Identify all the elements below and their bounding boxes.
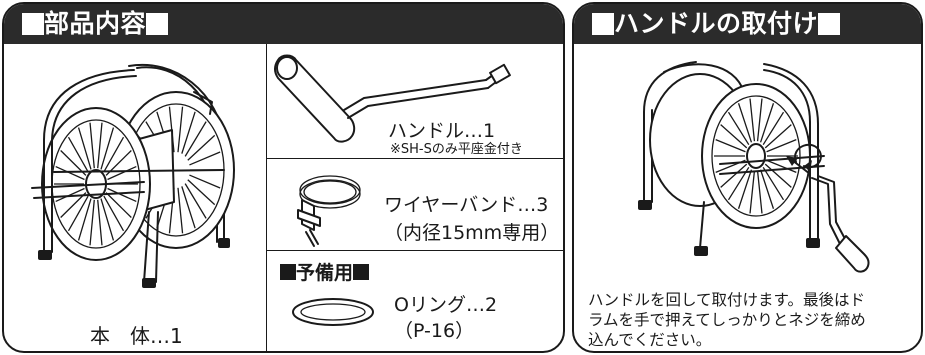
wheel-spoke xyxy=(89,199,95,246)
wheel-spoke xyxy=(100,198,115,241)
wheel-spoke xyxy=(715,139,746,153)
wheel-spoke xyxy=(77,127,92,170)
wheel-spoke xyxy=(749,98,756,142)
parts-panel: 部品内容 本 体…1 xyxy=(2,2,565,353)
header-square-right xyxy=(818,13,841,35)
wheel-spoke xyxy=(184,121,207,157)
header-square-right xyxy=(146,13,169,35)
wheel-spoke xyxy=(177,187,184,234)
o-ring-illustration xyxy=(292,298,374,326)
main-body-label: 本 体…1 xyxy=(90,324,183,348)
wheel-spoke xyxy=(187,134,216,161)
wheel-spoke xyxy=(759,169,775,209)
instructions-line-3: 込んでください。 xyxy=(588,331,712,349)
wheel-spoke xyxy=(67,195,89,232)
wheel-spoke xyxy=(60,192,87,218)
spare-square-right xyxy=(353,264,370,280)
wheel-spoke xyxy=(756,98,763,142)
wheel-spoke xyxy=(97,199,103,246)
wheel-spoke xyxy=(189,151,221,166)
wheel-spoke xyxy=(97,122,103,169)
wheel-spoke xyxy=(759,103,775,143)
parts-panel-header: 部品内容 xyxy=(4,4,563,44)
wheel-spoke xyxy=(187,179,216,206)
wheel-spoke xyxy=(720,124,748,149)
spare-parts-title: 予備用 xyxy=(280,258,370,285)
wheel-spoke xyxy=(100,127,115,170)
handle-install-illustration xyxy=(638,61,870,273)
wheel-spoke xyxy=(103,195,125,232)
instructions-line-2: ラムを手で押えてしっかりとネジを締め xyxy=(588,311,866,329)
wheel-spoke xyxy=(77,198,92,241)
header-square-left xyxy=(22,13,44,35)
wheel-spoke xyxy=(737,169,753,209)
handle-label: ハンドル…1 xyxy=(388,120,496,142)
o-ring-note: （P-16） xyxy=(394,320,475,342)
wheel-spoke xyxy=(189,174,221,189)
row-divider-2 xyxy=(266,250,563,251)
wheel-spoke xyxy=(766,159,797,173)
parts-panel-title: 部品内容 xyxy=(44,9,147,38)
wheel-spoke xyxy=(181,186,196,229)
wheel-spoke xyxy=(720,163,748,188)
wheel-spoke xyxy=(67,136,89,173)
wheel-spoke xyxy=(89,122,95,169)
handle-note: ※SH-Sのみ平座金付き xyxy=(390,142,523,157)
wheel-spoke xyxy=(55,187,85,203)
header-square-left xyxy=(592,13,614,35)
row-divider-1 xyxy=(266,158,563,159)
instructions-line-1: ハンドルを回して取付けます。最後はド xyxy=(588,291,865,309)
wheel-spoke xyxy=(762,166,785,201)
column-divider xyxy=(266,44,267,351)
wheel-spoke xyxy=(55,165,85,181)
wheel-spoke xyxy=(762,111,785,146)
hose-reel-illustration xyxy=(31,63,235,288)
wheel-spoke xyxy=(105,192,132,218)
wheel-spoke xyxy=(177,106,184,153)
wheel-spoke xyxy=(766,139,797,153)
wheel-spoke xyxy=(184,183,207,219)
wheel-spoke xyxy=(749,170,756,214)
wheel-spoke xyxy=(737,103,753,143)
handle-install-panel: ハンドルの取付け ハンドルを回して取付けます。最後はド ラムを手で押えてしっかり xyxy=(572,2,923,353)
wire-band-label: ワイヤーバンド…3 xyxy=(384,194,549,216)
wheel-spoke xyxy=(107,165,137,181)
spare-title-text: 予備用 xyxy=(296,262,354,284)
o-ring-label: Oリング…2 xyxy=(394,294,498,316)
wire-band-note: （内径15mm専用） xyxy=(384,222,560,244)
wheel-spoke xyxy=(764,124,792,149)
wheel-spoke xyxy=(756,170,763,214)
wheel-spoke xyxy=(764,163,792,188)
wire-band-illustration xyxy=(297,175,361,247)
handle-install-header: ハンドルの取付け xyxy=(574,4,921,44)
handle-install-title: ハンドルの取付け xyxy=(614,9,819,38)
crank-handle-illustration xyxy=(274,54,511,143)
wheel-spoke xyxy=(103,136,125,173)
wheel-spoke xyxy=(181,111,196,154)
wheel-spoke xyxy=(727,111,750,146)
spare-square-left xyxy=(280,264,296,280)
wheel-spoke xyxy=(107,187,137,203)
